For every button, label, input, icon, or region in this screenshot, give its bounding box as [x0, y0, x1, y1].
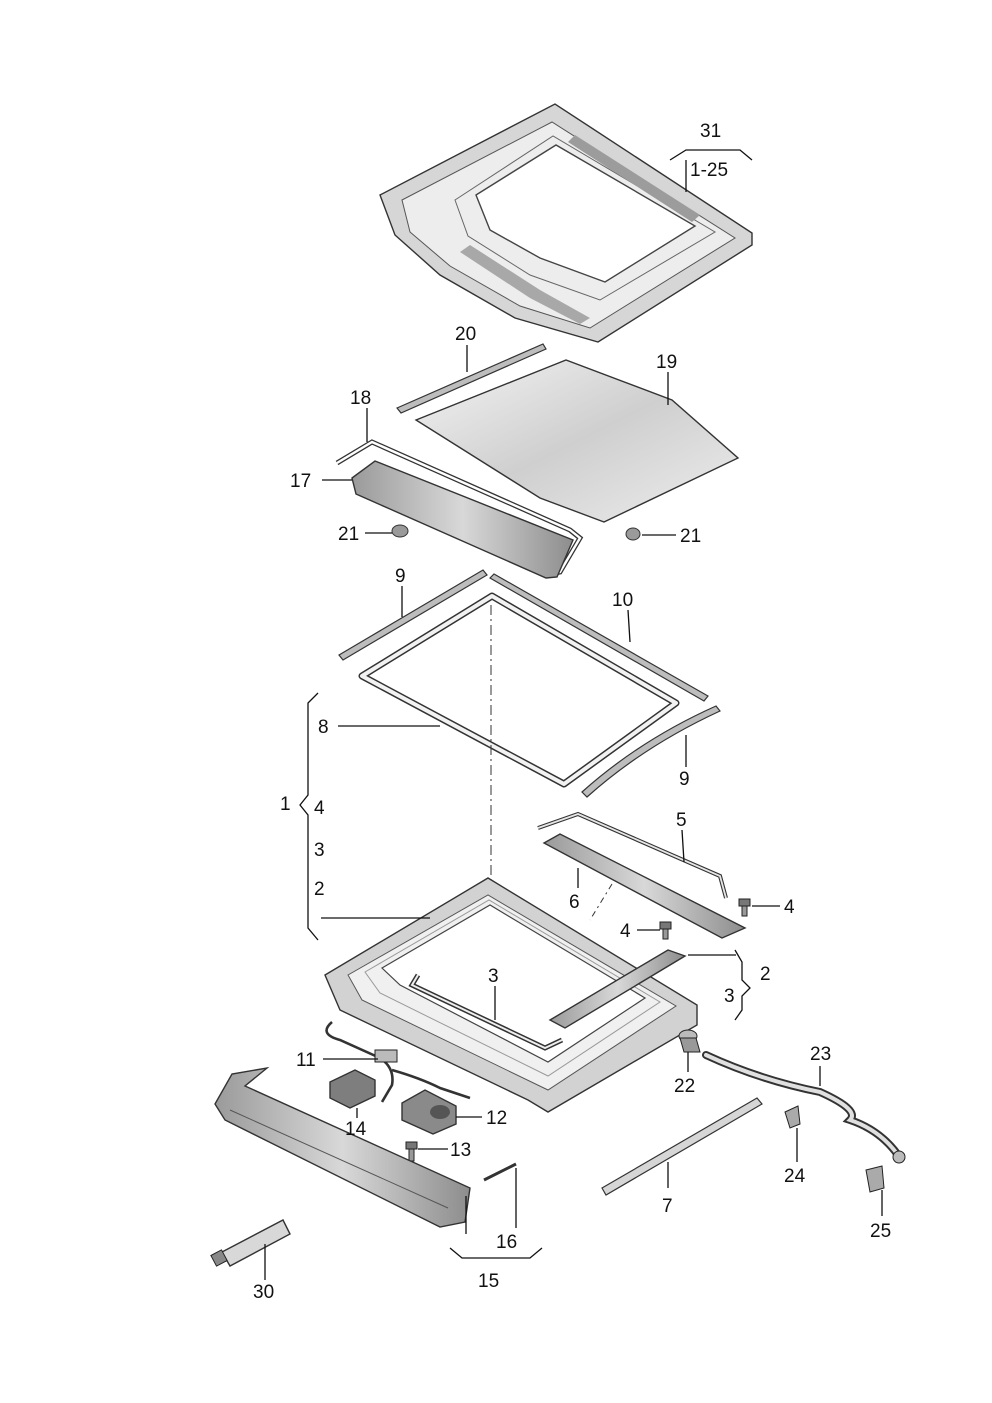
label-9-upper: 9: [395, 566, 406, 587]
label-13: 13: [450, 1140, 471, 1161]
motor-12: [401, 1089, 457, 1135]
label-3-center: 3: [488, 966, 499, 987]
label-23: 23: [810, 1044, 831, 1065]
cable-harness-11: [325, 1021, 471, 1103]
seal-strip-20: [396, 343, 547, 414]
label-8: 8: [318, 717, 329, 738]
label-9-lower: 9: [679, 769, 690, 790]
drain-hose-23: [702, 1051, 906, 1164]
label-10: 10: [612, 590, 633, 611]
strip-9-upper: [338, 569, 488, 661]
label-4-center: 4: [620, 921, 631, 942]
label-16: 16: [496, 1232, 517, 1253]
label-30: 30: [253, 1282, 274, 1303]
label-4-left: 4: [314, 798, 325, 819]
label-14: 14: [345, 1119, 367, 1140]
grease-tube-30: [210, 1219, 291, 1267]
label-3-right: 3: [724, 986, 735, 1007]
sunroof-frame-housing: [324, 877, 698, 1113]
clip-21-right: [625, 527, 641, 541]
hose-clip-24: [784, 1105, 801, 1129]
label-20: 20: [455, 324, 476, 345]
label-25: 25: [870, 1221, 891, 1242]
label-22: 22: [674, 1076, 695, 1097]
label-1: 1: [280, 794, 291, 815]
screw-4-right: [738, 898, 751, 917]
label-5: 5: [676, 810, 687, 831]
drain-fitting-22: [678, 1029, 701, 1053]
label-12: 12: [486, 1108, 507, 1129]
label-2-right: 2: [760, 964, 771, 985]
label-24: 24: [784, 1166, 806, 1187]
label-4-right: 4: [784, 897, 795, 918]
screw-4-center: [659, 921, 672, 940]
label-18: 18: [350, 388, 371, 409]
label-6: 6: [569, 892, 580, 913]
guide-rail-2-3: [548, 949, 687, 1029]
strip-10: [489, 573, 709, 702]
rail-5: [537, 811, 728, 899]
label-31: 31: [700, 121, 721, 142]
label-2-left: 2: [314, 879, 325, 900]
label-11: 11: [296, 1050, 316, 1071]
roof-panel: [379, 103, 753, 343]
seal-frame-8: [358, 592, 680, 788]
label-19: 19: [656, 352, 677, 373]
rail-6: [542, 833, 747, 939]
axis-dashed-line-2: [589, 883, 613, 921]
control-module-14: [329, 1069, 376, 1109]
label-7: 7: [662, 1196, 673, 1217]
strip-9-lower: [581, 705, 721, 798]
label-21-right: 21: [680, 526, 701, 547]
label-1-25: 1-25: [690, 160, 728, 181]
sunshade-17: [351, 460, 574, 579]
label-17: 17: [290, 471, 311, 492]
glass-panel-19: [414, 359, 740, 523]
drain-channel-3: [408, 973, 564, 1051]
hose-clip-25: [865, 1165, 885, 1193]
label-21-left: 21: [338, 524, 359, 545]
screw-13: [405, 1141, 418, 1162]
label-15: 15: [478, 1271, 499, 1292]
leader-lines: [264, 149, 883, 1280]
strip-7: [601, 1097, 763, 1196]
clip-21-left: [391, 524, 409, 538]
clip-16: [483, 1162, 517, 1182]
deflector-15: [214, 1066, 471, 1228]
label-3-left: 3: [314, 840, 325, 861]
